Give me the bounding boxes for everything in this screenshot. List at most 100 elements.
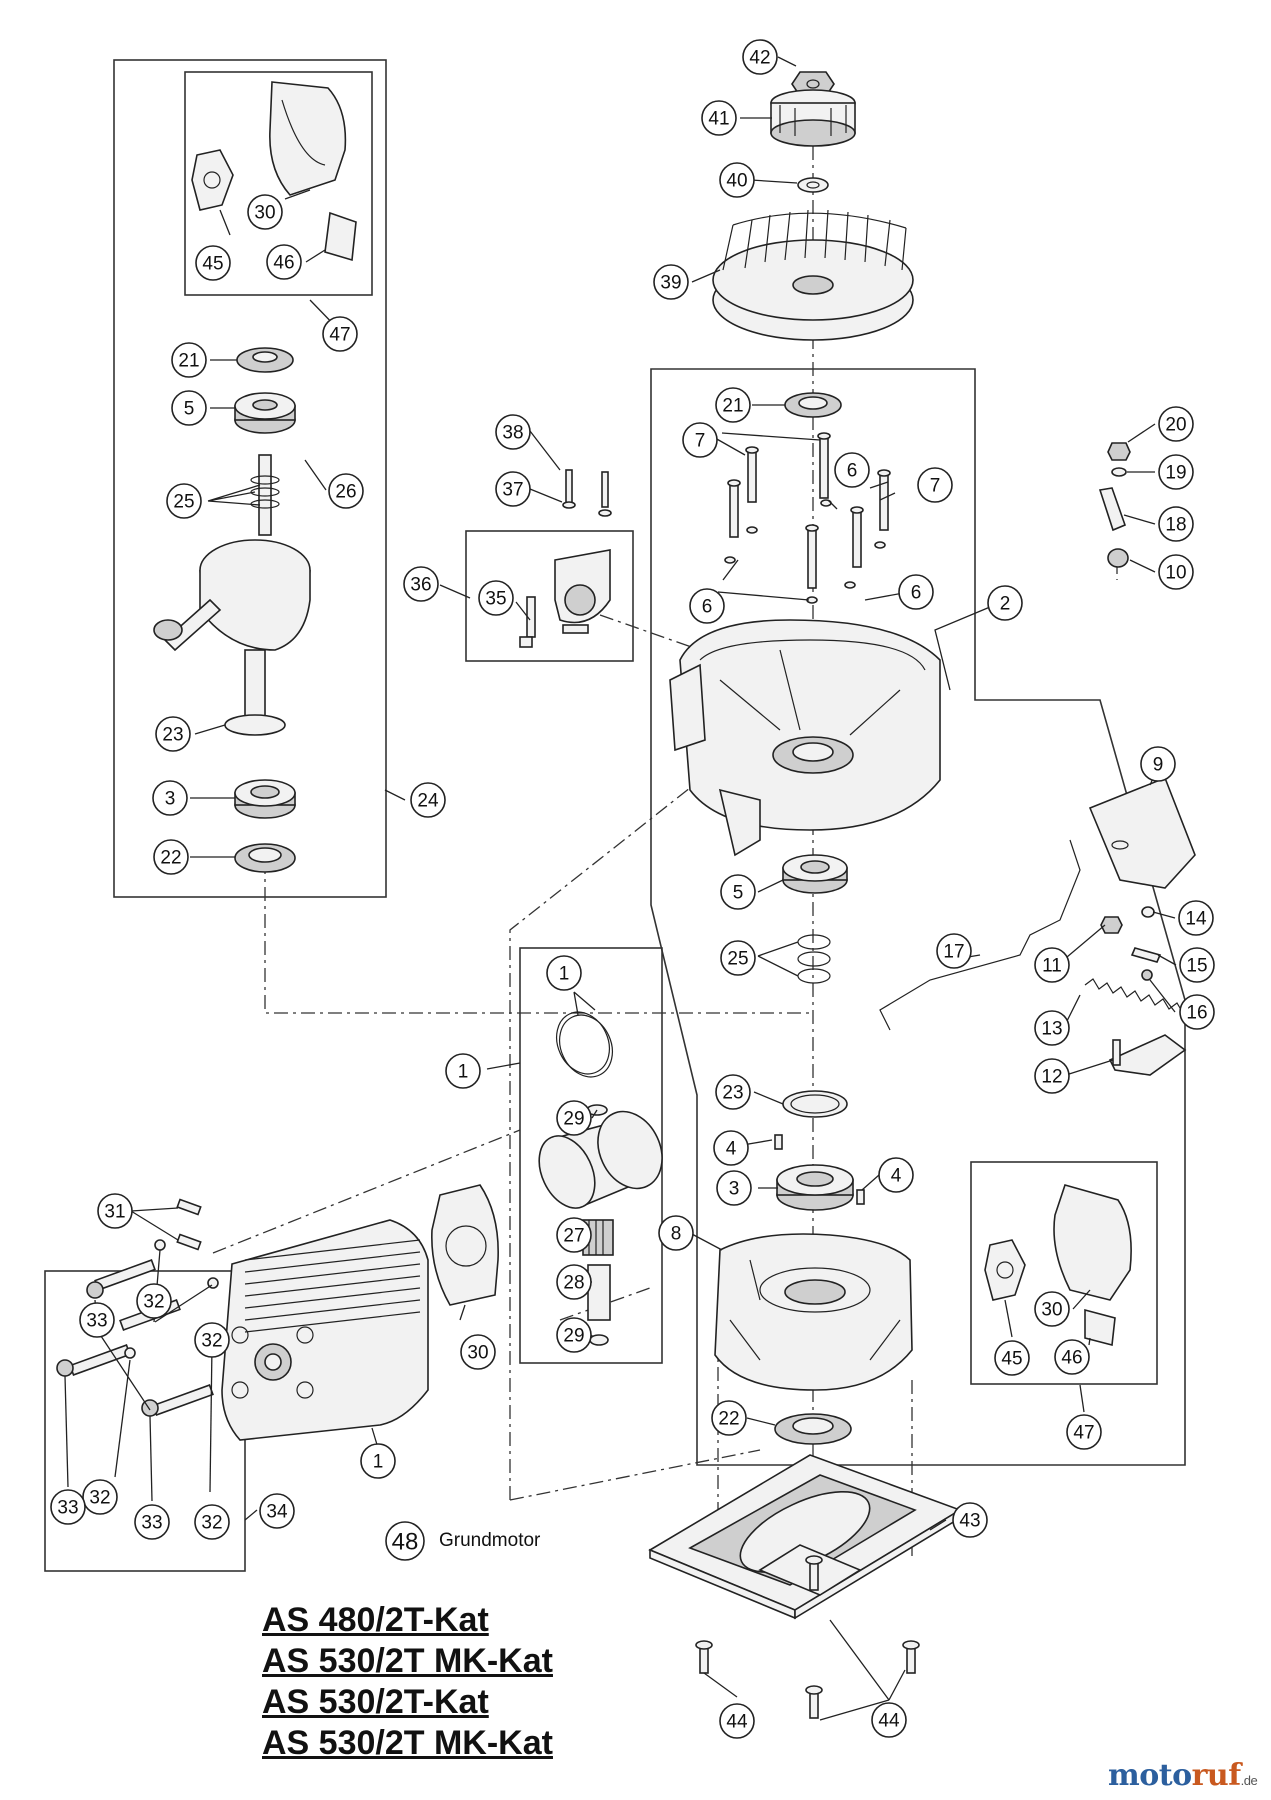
callout-1: 1 bbox=[360, 1443, 396, 1479]
callout-17: 17 bbox=[936, 933, 972, 969]
base-plate-part bbox=[648, 1454, 962, 1620]
callout-47: 47 bbox=[322, 316, 358, 352]
callout-number: 28 bbox=[563, 1273, 584, 1294]
callout-1: 1 bbox=[546, 955, 582, 991]
callout-number: 38 bbox=[502, 423, 523, 444]
callout-number: 32 bbox=[201, 1513, 222, 1534]
callout-32: 32 bbox=[136, 1283, 172, 1319]
callout-29: 29 bbox=[556, 1317, 592, 1353]
callout-number: 10 bbox=[1165, 563, 1186, 584]
leader-lines bbox=[64, 56, 1177, 1721]
callout-number: 22 bbox=[160, 848, 181, 869]
screw-part bbox=[695, 1555, 920, 1719]
model-title-1: AS 480/2T-Kat bbox=[262, 1601, 489, 1639]
callout-number: 8 bbox=[671, 1224, 682, 1245]
callout-43: 43 bbox=[952, 1502, 988, 1538]
callout-number: 31 bbox=[104, 1202, 125, 1223]
callout-number: 41 bbox=[708, 109, 729, 130]
callout-number: 46 bbox=[273, 253, 294, 274]
callout-30: 30 bbox=[460, 1334, 496, 1370]
callout-39: 39 bbox=[653, 264, 689, 300]
callout-4: 4 bbox=[713, 1130, 749, 1166]
callout-number: 29 bbox=[563, 1326, 584, 1347]
crankshaft-part bbox=[153, 454, 311, 736]
callout-number: 36 bbox=[410, 575, 431, 596]
crankcase-group-outline bbox=[650, 368, 1186, 1466]
linkage-rod-part bbox=[879, 839, 1081, 1031]
assembly-label: Grundmotor bbox=[439, 1530, 541, 1551]
bearing-part bbox=[782, 854, 848, 894]
cylinder-part bbox=[176, 1198, 429, 1441]
spring-part bbox=[1084, 978, 1184, 1014]
lower-housing-part bbox=[714, 1233, 913, 1391]
callout-number: 47 bbox=[329, 325, 350, 346]
callout-number: 46 bbox=[1061, 1348, 1082, 1369]
callout-16: 16 bbox=[1179, 994, 1215, 1030]
callout-number: 26 bbox=[335, 482, 356, 503]
callout-number: 33 bbox=[86, 1311, 107, 1332]
callout-35: 35 bbox=[478, 580, 514, 616]
callout-number: 33 bbox=[57, 1498, 78, 1519]
callout-number: 25 bbox=[727, 949, 748, 970]
seal-ring-part bbox=[784, 392, 842, 418]
callout-number: 32 bbox=[201, 1331, 222, 1352]
callout-number: 30 bbox=[467, 1343, 488, 1364]
crankcase-housing-part bbox=[669, 619, 941, 857]
callout-number: 33 bbox=[141, 1513, 162, 1534]
callout-number: 43 bbox=[959, 1511, 980, 1532]
model-title-4: AS 530/2T MK-Kat bbox=[262, 1724, 553, 1762]
watermark-logo: motoruf.de bbox=[1108, 1758, 1258, 1793]
callout-12: 12 bbox=[1034, 1058, 1070, 1094]
bearing-part bbox=[234, 779, 296, 873]
bearing-part bbox=[234, 347, 296, 434]
callout-30: 30 bbox=[1034, 1291, 1070, 1327]
callout-38: 38 bbox=[495, 414, 531, 450]
callout-number: 7 bbox=[930, 476, 941, 497]
callout-number: 23 bbox=[722, 1083, 743, 1104]
pin-part bbox=[774, 1134, 865, 1205]
callout-number: 32 bbox=[143, 1292, 164, 1313]
callout-25: 25 bbox=[720, 940, 756, 976]
callout-number: 35 bbox=[485, 589, 506, 610]
o-ring-part bbox=[782, 1090, 848, 1118]
callout-25: 25 bbox=[166, 483, 202, 519]
center-line bbox=[599, 614, 701, 651]
callout-26: 26 bbox=[328, 473, 364, 509]
callout-29: 29 bbox=[556, 1100, 592, 1136]
callout-number: 37 bbox=[502, 480, 523, 501]
callout-number: 19 bbox=[1165, 463, 1186, 484]
callout-7: 7 bbox=[682, 422, 718, 458]
callout-9: 9 bbox=[1140, 746, 1176, 782]
shim-ring-part bbox=[797, 934, 831, 984]
washer-part bbox=[797, 177, 829, 193]
callout-33: 33 bbox=[79, 1302, 115, 1338]
callout-number: 45 bbox=[202, 254, 223, 275]
callout-number: 4 bbox=[726, 1139, 737, 1160]
callout-number: 1 bbox=[373, 1452, 384, 1473]
callout-27: 27 bbox=[556, 1217, 592, 1253]
callout-4: 4 bbox=[878, 1157, 914, 1193]
bearing-part bbox=[776, 1164, 854, 1211]
callout-number: 1 bbox=[559, 964, 570, 985]
starter-cup-part bbox=[770, 89, 856, 147]
callout-13: 13 bbox=[1034, 1010, 1070, 1046]
callout-number: 3 bbox=[729, 1179, 740, 1200]
callout-number: 13 bbox=[1041, 1019, 1062, 1040]
callout-1: 1 bbox=[445, 1053, 481, 1089]
callout-40: 40 bbox=[719, 162, 755, 198]
callout-number: 47 bbox=[1073, 1423, 1094, 1444]
callout-number: 3 bbox=[165, 789, 176, 810]
callout-24: 24 bbox=[410, 782, 446, 818]
callout-number: 23 bbox=[162, 725, 183, 746]
lever-plate-part bbox=[1088, 776, 1196, 889]
callout-number: 21 bbox=[722, 396, 743, 417]
callout-number: 40 bbox=[726, 171, 747, 192]
callout-18: 18 bbox=[1158, 506, 1194, 542]
watermark-suffix: .de bbox=[1240, 1773, 1258, 1788]
callout-number: 5 bbox=[733, 883, 744, 904]
center-line bbox=[212, 1129, 521, 1254]
cylinder-gasket-part bbox=[431, 1184, 499, 1306]
callout-number: 12 bbox=[1041, 1067, 1062, 1088]
